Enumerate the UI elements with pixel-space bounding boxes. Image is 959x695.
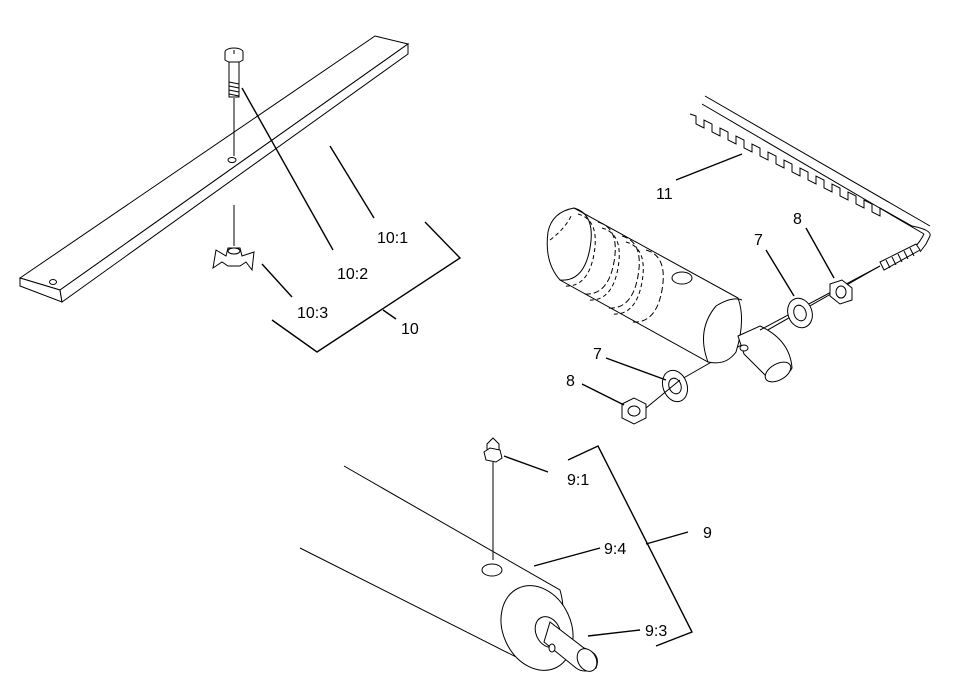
callout-11: 11 — [656, 186, 673, 203]
screw-10-2 — [225, 48, 243, 156]
callout-7-left: 7 — [593, 346, 602, 363]
callout-9-3: 9:3 — [645, 623, 667, 640]
bracket-9 — [568, 446, 692, 646]
callout-10-2: 10:2 — [337, 266, 368, 283]
callout-10: 10 — [401, 321, 419, 338]
wing-nut-10-3 — [213, 205, 254, 270]
callout-8-left: 8 — [566, 373, 575, 390]
callout-10-1: 10:1 — [377, 230, 408, 247]
drum-grooves — [550, 208, 663, 322]
grease-nipple-9-1 — [484, 438, 502, 560]
callout-9-1: 9:1 — [567, 472, 589, 489]
callout-7-right: 7 — [754, 232, 763, 249]
nut-8-right — [830, 280, 852, 304]
callout-9-4: 9:4 — [604, 541, 626, 558]
roller-assembly — [547, 154, 880, 424]
grooved-drum — [547, 208, 741, 363]
bar-hole-end — [50, 280, 57, 285]
flat-bar-side — [60, 44, 408, 302]
callout-9: 9 — [703, 525, 712, 542]
cylinder-assembly — [300, 438, 692, 682]
nut-8-left — [622, 398, 646, 424]
bracket-10 — [272, 222, 460, 352]
bar-hole-center — [228, 158, 236, 163]
flat-bar-assembly — [20, 36, 460, 352]
washer-7-right — [784, 295, 817, 331]
callout-8-right: 8 — [793, 211, 802, 228]
washer-7-left — [658, 367, 691, 405]
flat-bar-top — [20, 36, 408, 290]
callout-10-3: 10:3 — [297, 305, 328, 322]
